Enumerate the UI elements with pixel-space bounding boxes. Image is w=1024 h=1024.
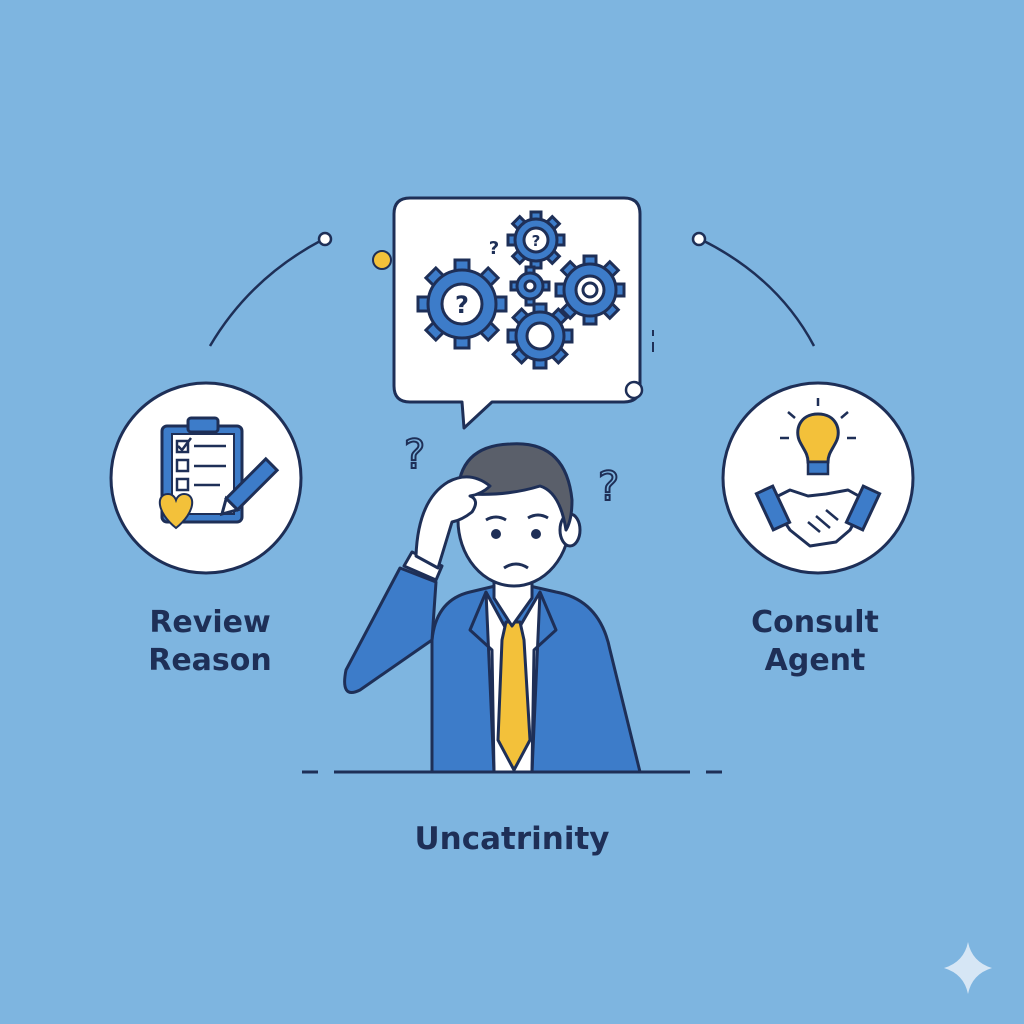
center-caption: Uncatrinity: [414, 821, 610, 857]
lightbulb-handshake-icon: [721, 381, 915, 575]
svg-text:?: ?: [598, 464, 619, 510]
svg-text:?: ?: [489, 238, 499, 259]
gears-question-icon: ? ?: [416, 210, 626, 370]
review-reason-label: Review Reason: [120, 604, 300, 680]
consult-agent-line2: Agent: [764, 643, 866, 678]
svg-text:?: ?: [532, 232, 541, 250]
consult-agent-line1: Consult: [751, 605, 879, 640]
svg-text:?: ?: [455, 291, 469, 319]
checklist-clipboard-icon: [109, 381, 303, 575]
review-reason-line1: Review: [149, 605, 271, 640]
sparkle-icon: [944, 942, 992, 994]
consult-agent-label: Consult Agent: [720, 604, 910, 680]
question-marks: ? ?: [403, 431, 620, 511]
review-reason-line2: Reason: [148, 643, 272, 678]
svg-text:?: ?: [404, 432, 425, 478]
connector-left-arc: [208, 231, 333, 347]
connector-right-arc: [691, 231, 816, 347]
confused-businessman: [343, 442, 642, 774]
